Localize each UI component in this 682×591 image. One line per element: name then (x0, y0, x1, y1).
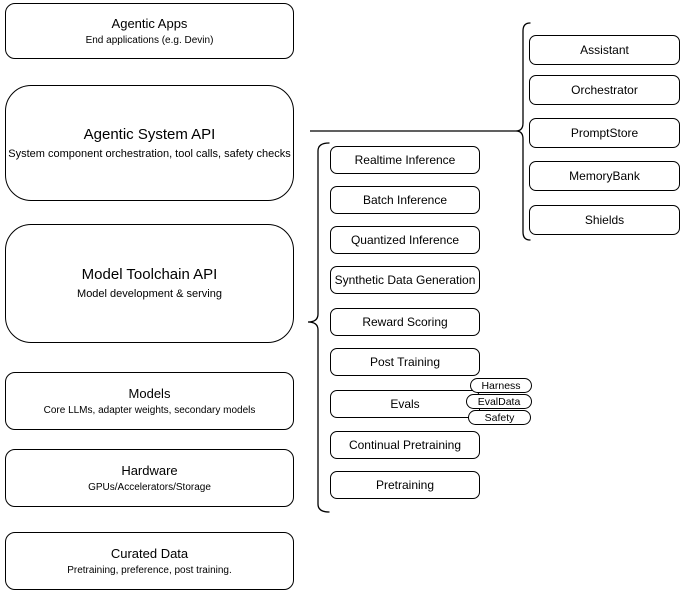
node-label: Continual Pretraining (348, 438, 462, 452)
node-label: Realtime Inference (354, 153, 456, 167)
toolchain-group-brace (307, 142, 330, 513)
node-label: Post Training (369, 355, 441, 369)
tag-label: Harness (481, 379, 521, 392)
node-title: Agentic System API (83, 125, 216, 143)
tag-evaldata: EvalData (466, 394, 532, 409)
node-label: Batch Inference (362, 193, 448, 207)
node-synthetic-data-generation: Synthetic Data Generation (330, 266, 480, 294)
node-label: Orchestrator (571, 83, 638, 97)
node-memorybank: MemoryBank (529, 161, 680, 191)
node-title: Model Toolchain API (81, 266, 218, 283)
node-label: Assistant (580, 43, 629, 57)
node-agentic-system-api: Agentic System API System component orch… (5, 85, 294, 201)
node-batch-inference: Batch Inference (330, 186, 480, 214)
tag-label: Safety (484, 411, 515, 424)
tag-safety: Safety (468, 410, 531, 425)
node-label: MemoryBank (569, 169, 640, 183)
tag-harness: Harness (470, 378, 532, 393)
node-reward-scoring: Reward Scoring (330, 308, 480, 336)
node-realtime-inference: Realtime Inference (330, 146, 480, 174)
tag-label: EvalData (477, 395, 521, 408)
node-subtitle: System component orchestration, tool cal… (8, 147, 291, 160)
system-group-brace (515, 22, 531, 241)
node-label: Shields (584, 213, 625, 227)
node-promptstore: PromptStore (529, 118, 680, 148)
node-orchestrator: Orchestrator (529, 75, 680, 105)
node-post-training: Post Training (330, 348, 480, 376)
node-label: Synthetic Data Generation (334, 273, 476, 287)
node-model-toolchain-api: Model Toolchain API Model development & … (5, 224, 294, 343)
node-title: Agentic Apps (111, 15, 188, 31)
node-quantized-inference: Quantized Inference (330, 226, 480, 254)
node-agentic-apps: Agentic Apps End applications (e.g. Devi… (5, 3, 294, 59)
node-curated-data: Curated Data Pretraining, preference, po… (5, 532, 294, 590)
node-label: Reward Scoring (362, 315, 448, 329)
node-label: PromptStore (570, 126, 639, 140)
node-subtitle: End applications (e.g. Devin) (85, 34, 214, 46)
node-title: Hardware (121, 462, 178, 478)
node-hardware: Hardware GPUs/Accelerators/Storage (5, 449, 294, 507)
node-shields: Shields (529, 205, 680, 235)
node-subtitle: Pretraining, preference, post training. (67, 564, 232, 576)
node-models: Models Core LLMs, adapter weights, secon… (5, 372, 294, 430)
node-assistant: Assistant (529, 35, 680, 65)
node-label: Quantized Inference (350, 233, 460, 247)
node-title: Curated Data (110, 545, 189, 561)
node-label: Pretraining (375, 478, 435, 492)
node-subtitle: Core LLMs, adapter weights, secondary mo… (43, 404, 256, 416)
node-subtitle: GPUs/Accelerators/Storage (88, 481, 211, 493)
node-evals: Evals (330, 390, 480, 418)
node-continual-pretraining: Continual Pretraining (330, 431, 480, 459)
node-title: Models (128, 385, 171, 401)
node-pretraining: Pretraining (330, 471, 480, 499)
node-subtitle: Model development & serving (77, 288, 222, 300)
node-label: Evals (390, 397, 420, 411)
